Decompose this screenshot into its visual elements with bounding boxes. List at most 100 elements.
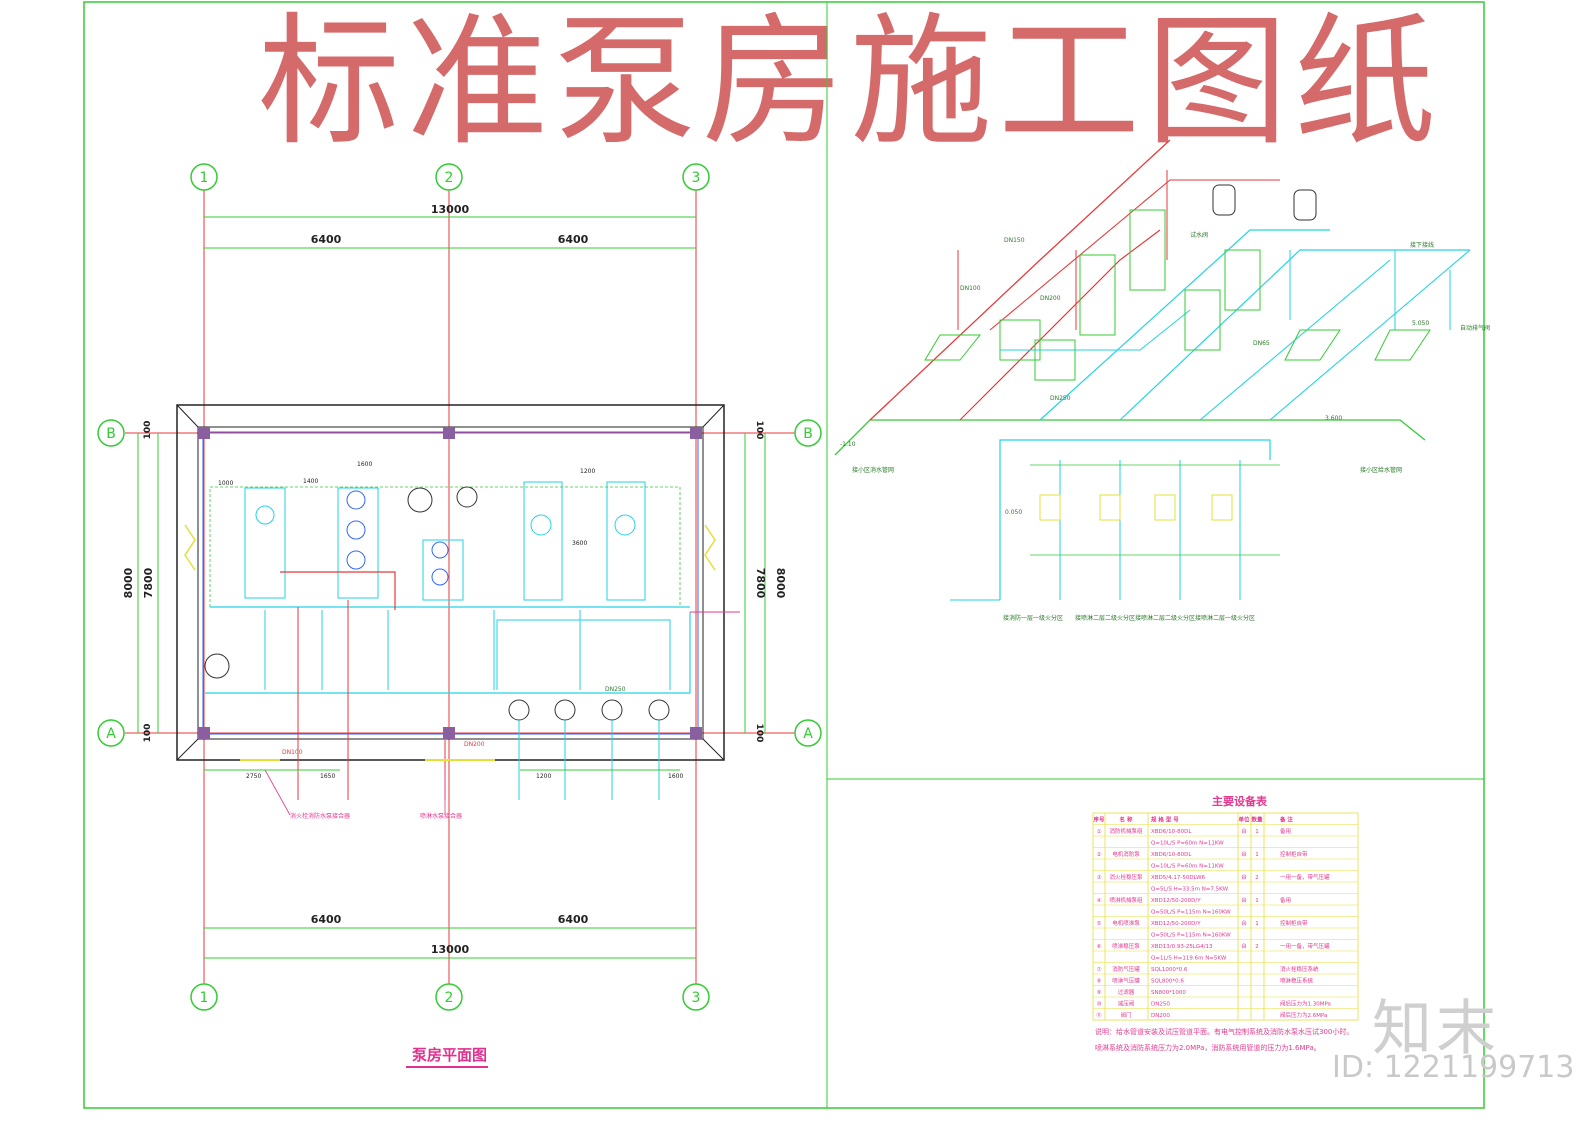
- dim-height-inner-left: 7800: [142, 567, 155, 598]
- dim-total-bottom: 13000: [431, 943, 470, 956]
- axis-label-col-1: 1: [200, 170, 209, 186]
- table-cell: Q=1L/S H=119.6m N=5KW: [1151, 956, 1227, 962]
- table-cell: 电机消防泵: [1112, 850, 1140, 858]
- table-cell: Q=10L/S P=60m N=11KW: [1151, 864, 1224, 870]
- table-cell: 电机喷淋泵: [1112, 919, 1140, 927]
- dim-small-8: 1200: [536, 773, 551, 780]
- iso-label-0: DN150: [1004, 237, 1025, 244]
- table-cell: ⑤: [1097, 921, 1102, 927]
- table-header-2: 规 格 型 号: [1151, 815, 1179, 823]
- dim-small-4: 3600: [572, 540, 587, 547]
- plan-caption-underline: [406, 1066, 488, 1068]
- outer-border: [83, 1, 1485, 1109]
- dim-total-top: 13000: [431, 203, 470, 216]
- dim-span-right-top: 6400: [558, 233, 589, 246]
- table-cell: 台: [1241, 873, 1247, 881]
- table-cell: 一用一备，带气压罐: [1280, 873, 1330, 881]
- iso-label-5: 试水阀: [1190, 231, 1208, 239]
- table-header-1: 名 称: [1120, 815, 1133, 823]
- iso-zone-label-2: 接喷淋二层二级火分区: [1135, 614, 1195, 622]
- table-cell: ①: [1097, 829, 1102, 835]
- dim-small-2: 1000: [218, 480, 233, 487]
- table-cell: 台: [1241, 919, 1247, 927]
- table-cell: DN250: [1151, 1002, 1170, 1008]
- table-cell: 控制柜自带: [1280, 919, 1308, 927]
- table-cell: XBD6/10-80DL: [1151, 852, 1192, 858]
- table-header-0: 序号: [1092, 815, 1105, 823]
- dim-span-left-top: 6400: [311, 233, 342, 246]
- table-cell: XBD13/0.93-25LG4/13: [1151, 944, 1213, 950]
- iso-zone-label-0: 接消防一层一级火分区: [1003, 614, 1063, 622]
- dim-edge-a-right: 100: [754, 724, 764, 743]
- table-cell: Q=50L/S P=115m N=160KW: [1151, 933, 1231, 939]
- dim-edge-b-right: 100: [754, 421, 764, 440]
- table-cell: Q=5L/S H=33.5m N=7.5KW: [1151, 887, 1229, 893]
- axis-label-row-b: B: [106, 426, 116, 442]
- table-cell: ⑩: [1097, 1001, 1102, 1008]
- iso-label-9: 3.600: [1325, 415, 1342, 422]
- table-cell: 台: [1241, 896, 1247, 904]
- axis-label-col-2: 2: [445, 170, 454, 186]
- table-note-2: 喷淋系统及消防系统压力为2.0MPa，消防系统用管道的压力为1.6MPa。: [1095, 1044, 1321, 1052]
- dim-small-6: 1650: [320, 773, 335, 780]
- iso-label-11: 5.050: [1412, 320, 1429, 327]
- iso-label-7: 自动排气阀: [1460, 324, 1490, 332]
- axis-label-row-a-right: A: [803, 726, 813, 742]
- pipe-label-dn250: DN250: [605, 686, 626, 693]
- table-cell: ②: [1097, 851, 1102, 858]
- dim-height-outer-right: 8000: [774, 568, 787, 599]
- table-cell: XBD12/50-200D/Y: [1151, 898, 1201, 904]
- table-cell: XBD12/50-200D/Y: [1151, 921, 1201, 927]
- table-cell: 阀门: [1120, 1011, 1131, 1019]
- iso-label-8: -1.10: [840, 441, 856, 448]
- table-cell: ⑪: [1096, 1011, 1102, 1019]
- axis-label-row-a: A: [106, 726, 116, 742]
- table-cell: 阀后压力为1.30MPa: [1280, 1000, 1331, 1008]
- iso-label-6: 接下接线: [1410, 241, 1434, 249]
- table-cell: 台: [1241, 827, 1247, 835]
- table-cell: ⑨: [1097, 989, 1102, 996]
- axis-label-row-b-right: B: [803, 426, 813, 442]
- table-cell: 过滤器: [1118, 988, 1135, 996]
- brand-watermark: 知末: [1372, 994, 1500, 1064]
- table-cell: ⑦: [1097, 966, 1102, 973]
- dim-small-3: 1200: [580, 468, 595, 475]
- plan-view: [125, 190, 795, 985]
- table-cell: 喷淋气压罐: [1112, 977, 1140, 985]
- dim-edge-a-left: 100: [143, 724, 153, 743]
- table-cell: 2: [1255, 944, 1259, 950]
- iso-zone-label-1: 接喷淋二层二级火分区: [1075, 614, 1135, 622]
- table-cell: ⑧: [1097, 979, 1102, 985]
- table-cell: XBD5/4.17-50DLW6: [1151, 875, 1206, 881]
- isometric-view: [834, 139, 1471, 601]
- axis-label-col-3-bottom: 3: [692, 990, 701, 1006]
- dim-small-1: 1400: [303, 478, 318, 485]
- iso-label-3: DN100: [960, 285, 981, 292]
- equipment-table-title: 主要设备表: [1212, 795, 1267, 808]
- table-note-1: 说明：给水管道安装及试压管道平面。有电气控制系统及消防水泵水压试300小时。: [1095, 1028, 1354, 1036]
- axis-label-col-2-bottom: 2: [445, 990, 454, 1006]
- table-cell: 控制柜自带: [1280, 850, 1308, 858]
- table-cell: SQL1000*0.6: [1151, 967, 1188, 973]
- dim-span-right-bottom: 6400: [558, 913, 589, 926]
- pipe-label-dn200: DN200: [464, 741, 485, 748]
- table-cell: Q=50L/S P=115m N=160KW: [1151, 910, 1231, 916]
- dim-small-0: 1600: [357, 461, 372, 468]
- table-cell: 一用一备，带气压罐: [1280, 942, 1330, 950]
- table-cell: 1: [1255, 829, 1259, 835]
- table-cell: 1: [1255, 921, 1259, 927]
- table-cell: ④: [1097, 898, 1102, 904]
- dim-edge-b-left: 100: [143, 421, 153, 440]
- table-cell: 消防机械泵组: [1109, 827, 1143, 835]
- table-cell: 台: [1241, 942, 1247, 950]
- table-header-4: 数量: [1251, 815, 1263, 823]
- table-cell: 台: [1241, 850, 1247, 858]
- table-cell: 备用: [1280, 896, 1291, 904]
- dim-height-inner-right: 7800: [754, 568, 767, 599]
- iso-label-2: DN250: [1050, 395, 1071, 402]
- table-header-5: 备 注: [1279, 815, 1293, 823]
- table-cell: 备用: [1280, 827, 1291, 835]
